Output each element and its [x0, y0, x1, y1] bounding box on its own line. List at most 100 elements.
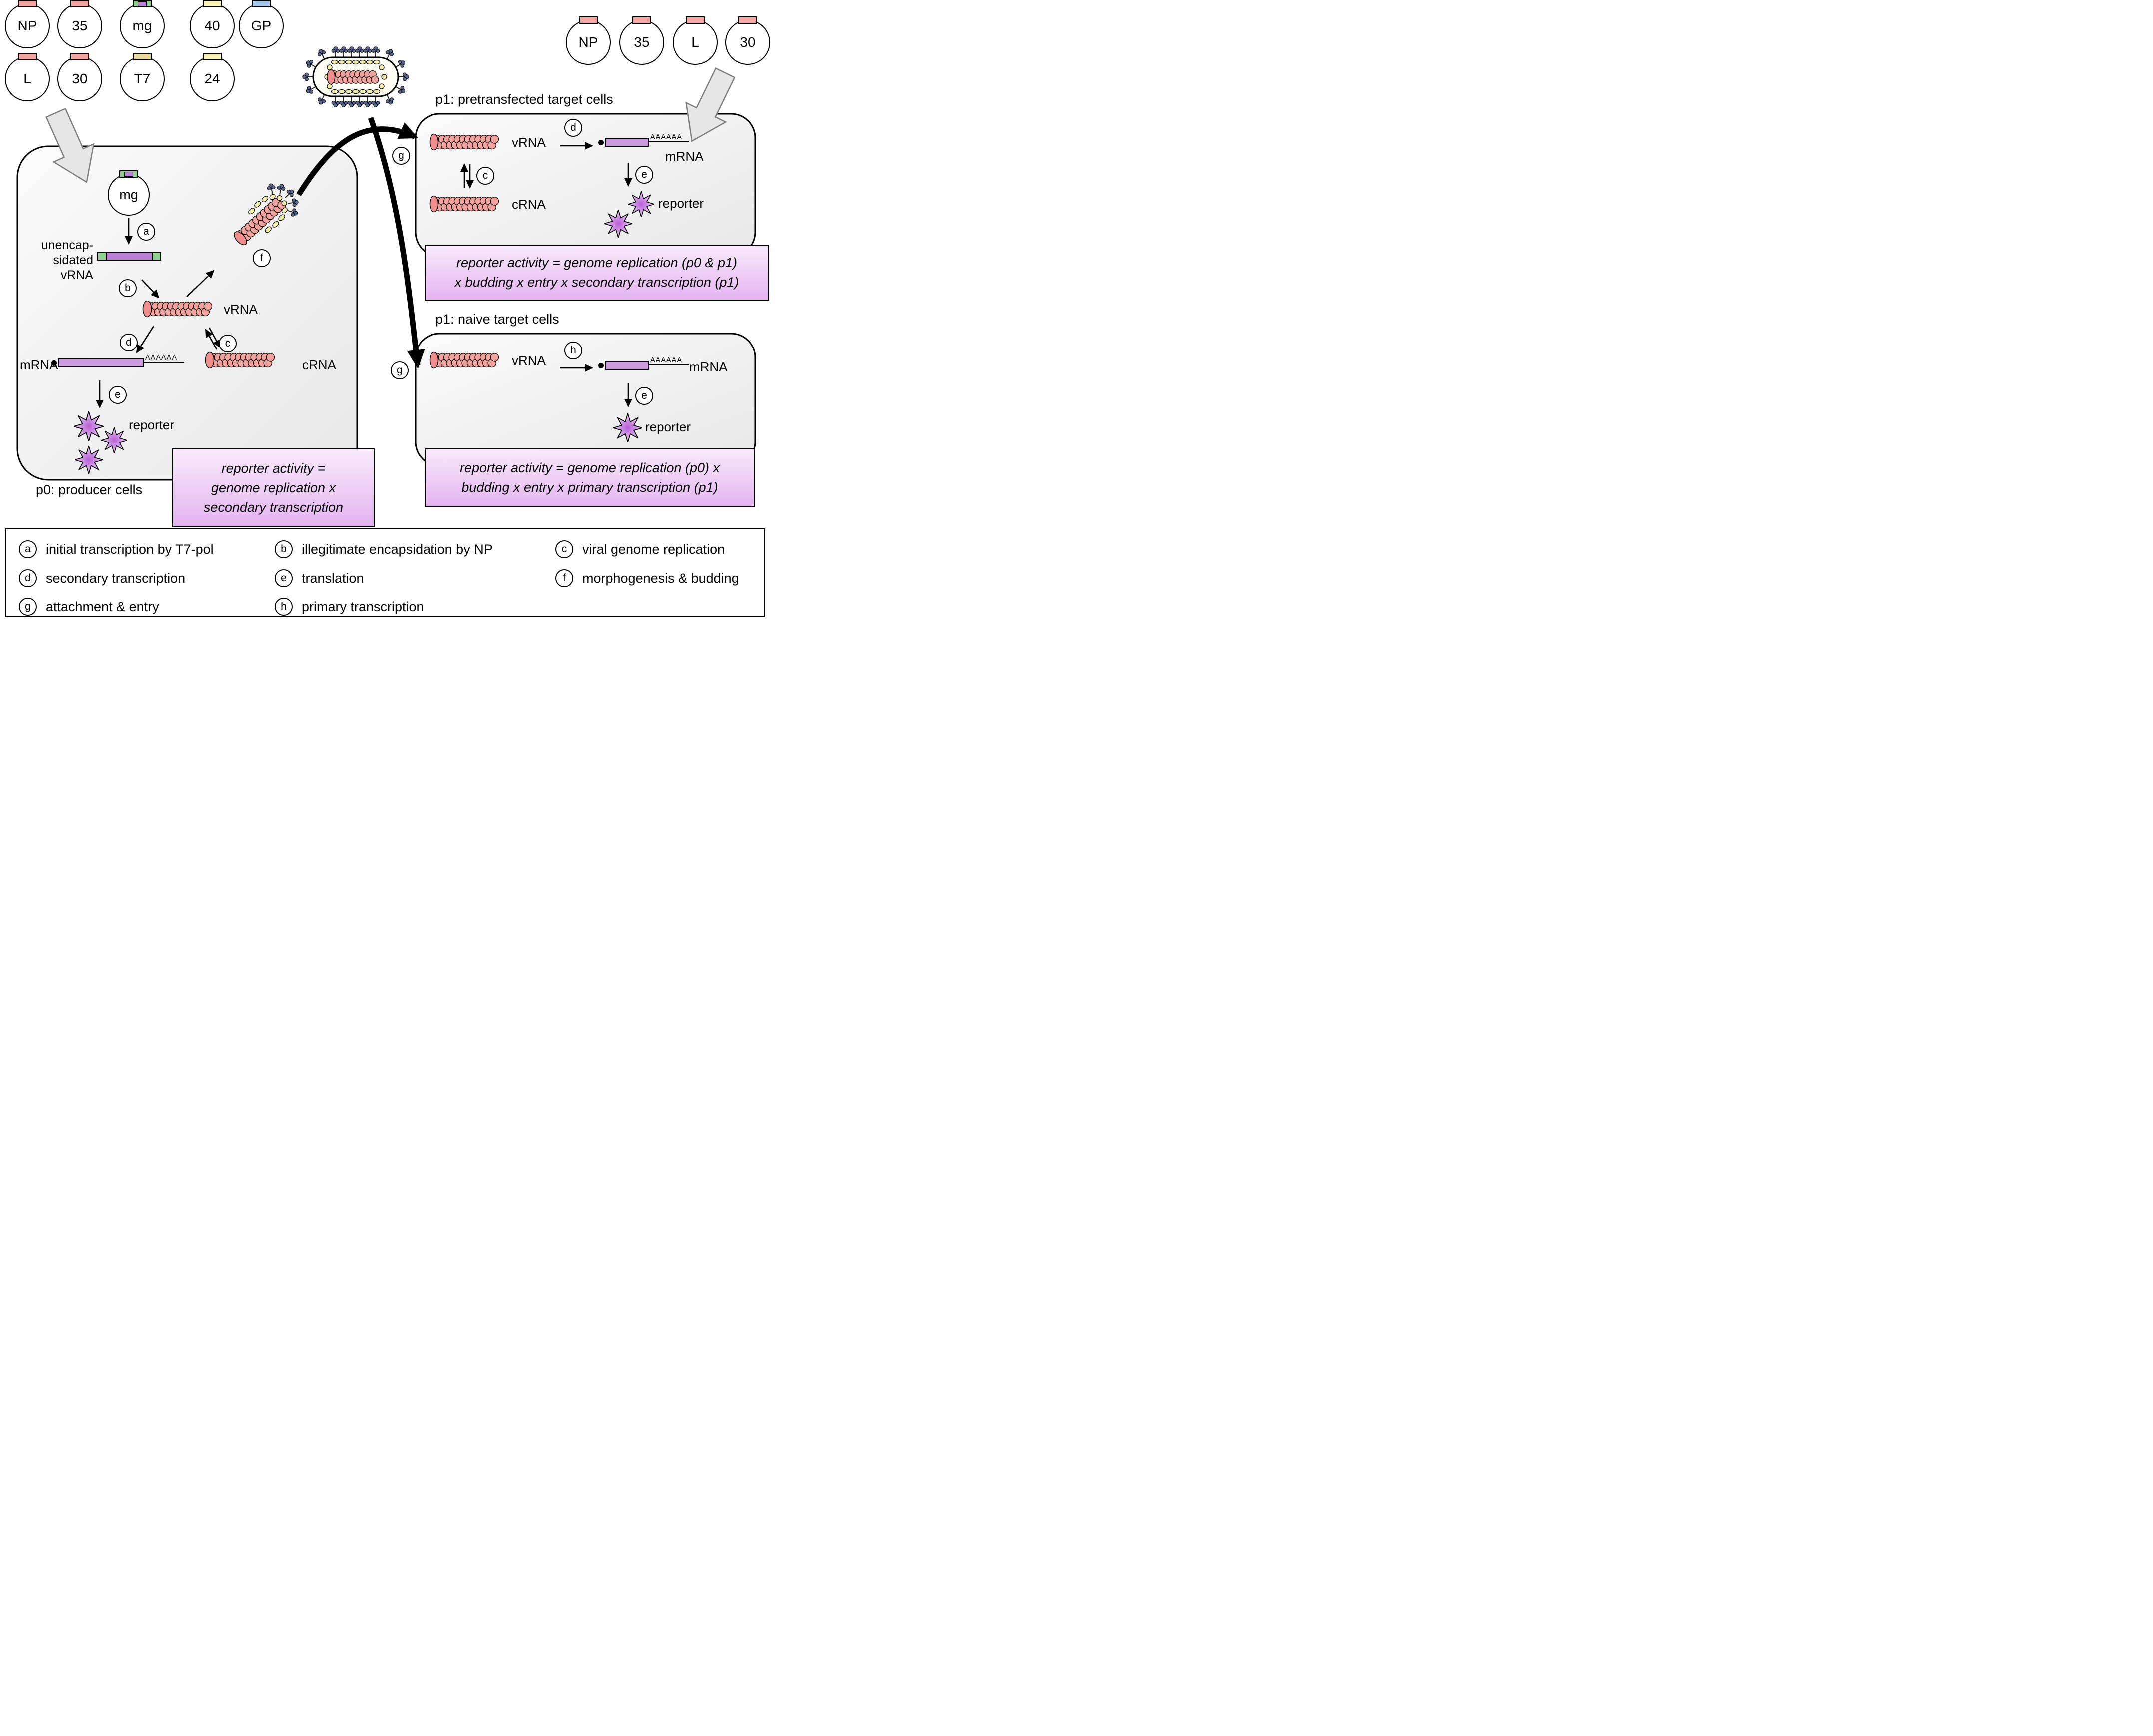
plasmid-l-right: L — [673, 16, 718, 65]
vrna-nucleocapsid-p1b — [429, 351, 499, 369]
unencapsidated-line: vRNA — [60, 268, 93, 282]
mrna-label-p1a: mRNA — [665, 149, 704, 164]
mrna-bar — [605, 138, 649, 147]
virus-transfer-arrow-lower — [368, 117, 425, 369]
plasmid-np: NP — [5, 0, 50, 48]
step-e-circle-p1b: e — [635, 387, 653, 405]
vrna-label-p1b: vRNA — [512, 353, 546, 368]
p0-cell-label: p0: producer cells — [36, 482, 143, 497]
vrna-bar-body — [106, 253, 153, 260]
plasmid-insert — [133, 53, 152, 60]
virion-matrix-layer — [324, 59, 387, 94]
plasmid-insert — [203, 0, 222, 7]
vrna-label-p1a: vRNA — [512, 135, 546, 150]
plasmid-insert — [18, 0, 37, 7]
virus-transfer-arrow-upper — [296, 122, 419, 196]
plasmid-label: mg — [119, 187, 138, 202]
budding-virion — [234, 183, 299, 246]
polya-tail: AAAAAA — [649, 356, 690, 365]
plasmid-insert — [18, 53, 37, 60]
mrna-label-p1b: mRNA — [689, 359, 728, 374]
legend-letter-h: h — [275, 598, 293, 616]
mrna-cap-dot — [598, 362, 604, 368]
plasmid-label: 35 — [72, 18, 88, 33]
unencapsidated-vrna-label: unencap- sidated vRNA — [37, 238, 93, 283]
budding-nucleocapsid — [234, 198, 286, 246]
legend-text-c: viral genome replication — [582, 541, 725, 557]
legend-text-e: translation — [302, 570, 364, 586]
plasmid-insert — [579, 16, 598, 24]
unencapsidated-line: unencap- — [41, 238, 93, 252]
plasmid-insert — [70, 0, 89, 7]
legend-item-a: a initial transcription by T7-pol — [19, 540, 214, 558]
step-d-circle-p1a: d — [564, 119, 582, 137]
reporter-label-p0: reporter — [129, 417, 175, 432]
plasmid-label: L — [691, 34, 699, 50]
vrna-label-p0: vRNA — [224, 302, 258, 317]
polya-tail: AAAAAA — [144, 354, 185, 363]
unencapsidated-line: sidated — [53, 253, 93, 267]
plasmid-label: mg — [132, 18, 152, 33]
plasmid-30-right: 30 — [725, 16, 770, 65]
plasmid-35: 35 — [57, 0, 102, 48]
virion — [302, 46, 409, 107]
result-line: genome replication x — [211, 480, 336, 495]
plasmid-label: 30 — [740, 34, 756, 50]
crna-label-p1a: cRNA — [512, 197, 546, 212]
step-g-circle-upper: g — [392, 147, 410, 165]
mrna-molecule-p1a: AAAAAA — [598, 133, 690, 147]
plasmid-label: 40 — [204, 18, 220, 33]
result-line: secondary transcription — [203, 499, 344, 515]
legend-letter-g: g — [19, 598, 37, 616]
p1-naive-cell — [415, 333, 756, 467]
mrna-molecule-p0: AAAAAA — [51, 354, 185, 367]
step-c-circle-p1a: c — [476, 167, 494, 185]
reporter-star — [74, 411, 104, 441]
step-f-circle: f — [253, 249, 271, 267]
p1-naive-title: p1: naive target cells — [435, 312, 559, 327]
plasmid-label: GP — [251, 18, 272, 33]
plasmid-label: L — [23, 71, 31, 86]
plasmid-30: 30 — [57, 53, 102, 101]
legend-letter-b: b — [275, 540, 293, 558]
legend-letter-f: f — [555, 569, 573, 587]
plasmid-insert — [203, 53, 222, 60]
p1-pretransfected-title: p1: pretransfected target cells — [435, 92, 613, 107]
result-line: reporter activity = genome replication (… — [456, 255, 738, 270]
plasmid-insert — [119, 170, 138, 178]
step-e-circle-p0: e — [109, 386, 127, 404]
plasmid-mg-transfected: mg — [108, 170, 150, 216]
budding-spikes — [267, 183, 299, 217]
figure: NP 35 mg 40 GP L 30 T7 24 NP 35 L 30 mg … — [0, 0, 772, 622]
result-line: budding x entry x primary transcription … — [461, 480, 718, 495]
step-g-circle-lower: g — [391, 361, 409, 379]
reporter-star — [613, 413, 642, 442]
plasmid-label: T7 — [134, 71, 151, 86]
plasmid-np-right: NP — [566, 16, 611, 65]
transfection-arrow-right — [685, 67, 736, 142]
legend-text-f: morphogenesis & budding — [582, 570, 739, 586]
legend-item-c: c viral genome replication — [555, 540, 725, 558]
vrna-bar-end — [153, 253, 160, 260]
process-arrows — [96, 142, 632, 408]
crna-nucleocapsid-p1a — [429, 195, 499, 213]
step-d-circle-p0: d — [120, 334, 138, 351]
legend-letter-a: a — [19, 540, 37, 558]
plasmid-24: 24 — [190, 53, 235, 101]
plasmid-gp: GP — [239, 0, 284, 48]
step-h-circle: h — [564, 342, 582, 359]
plasmid-label: NP — [17, 18, 37, 33]
plasmid-label: 35 — [634, 34, 650, 50]
budding-matrix-layer — [248, 194, 288, 233]
step-b-circle: b — [119, 279, 137, 297]
transfection-arrow-left — [45, 107, 95, 183]
legend-box — [5, 528, 765, 617]
diagram-canvas — [16, 46, 756, 481]
plasmid-insert — [70, 53, 89, 60]
crna-nucleocapsid-p0 — [205, 351, 275, 369]
plasmid-insert — [686, 16, 705, 24]
plasmid-insert — [133, 0, 152, 7]
result-line: reporter activity = genome replication (… — [460, 460, 720, 475]
naked-vrna-bar — [97, 252, 161, 261]
legend-item-d: d secondary transcription — [19, 569, 185, 587]
